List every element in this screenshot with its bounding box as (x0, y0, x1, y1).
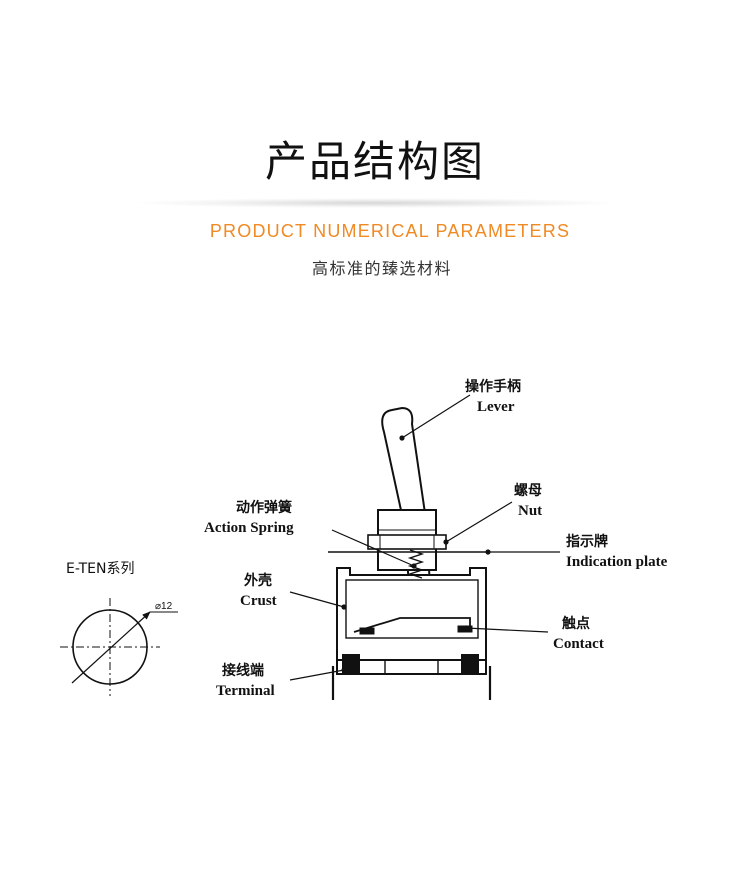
svg-text:螺母: 螺母 (514, 482, 542, 499)
svg-text:指示牌: 指示牌 (566, 533, 608, 550)
diameter-label: ⌀12 (155, 601, 173, 612)
label-contact: 触点 Contact (553, 615, 604, 652)
series-label: E-TEN系列 (66, 561, 134, 577)
svg-text:Contact: Contact (553, 636, 604, 652)
svg-text:外壳: 外壳 (244, 572, 272, 589)
label-terminal: 接线端 Terminal (216, 662, 275, 699)
svg-text:操作手柄: 操作手柄 (465, 378, 521, 395)
svg-text:接线端: 接线端 (222, 662, 264, 679)
label-nut: 螺母 Nut (514, 482, 542, 519)
svg-text:Nut: Nut (518, 503, 542, 519)
svg-text:Indication plate: Indication plate (566, 554, 668, 570)
svg-text:Crust: Crust (240, 593, 277, 609)
diameter-drawing (60, 598, 178, 696)
leader-lines (289, 394, 560, 681)
svg-text:Terminal: Terminal (216, 683, 275, 699)
subtitle-chinese: 高标准的臻选材料 (311, 259, 452, 278)
title-divider (135, 198, 615, 208)
svg-text:Lever: Lever (477, 399, 515, 415)
label-indication-plate: 指示牌 Indication plate (566, 533, 668, 570)
page-title: 产品结构图 (264, 137, 485, 186)
svg-text:触点: 触点 (561, 615, 590, 632)
switch-body (328, 406, 492, 700)
label-lever: 操作手柄 Lever (465, 378, 521, 415)
subtitle-english: PRODUCT NUMERICAL PARAMETERS (209, 221, 571, 241)
svg-text:动作弹簧: 动作弹簧 (236, 499, 292, 516)
label-crust: 外壳 Crust (240, 572, 277, 609)
svg-text:Action Spring: Action Spring (204, 520, 294, 536)
label-action-spring: 动作弹簧 Action Spring (204, 499, 294, 536)
